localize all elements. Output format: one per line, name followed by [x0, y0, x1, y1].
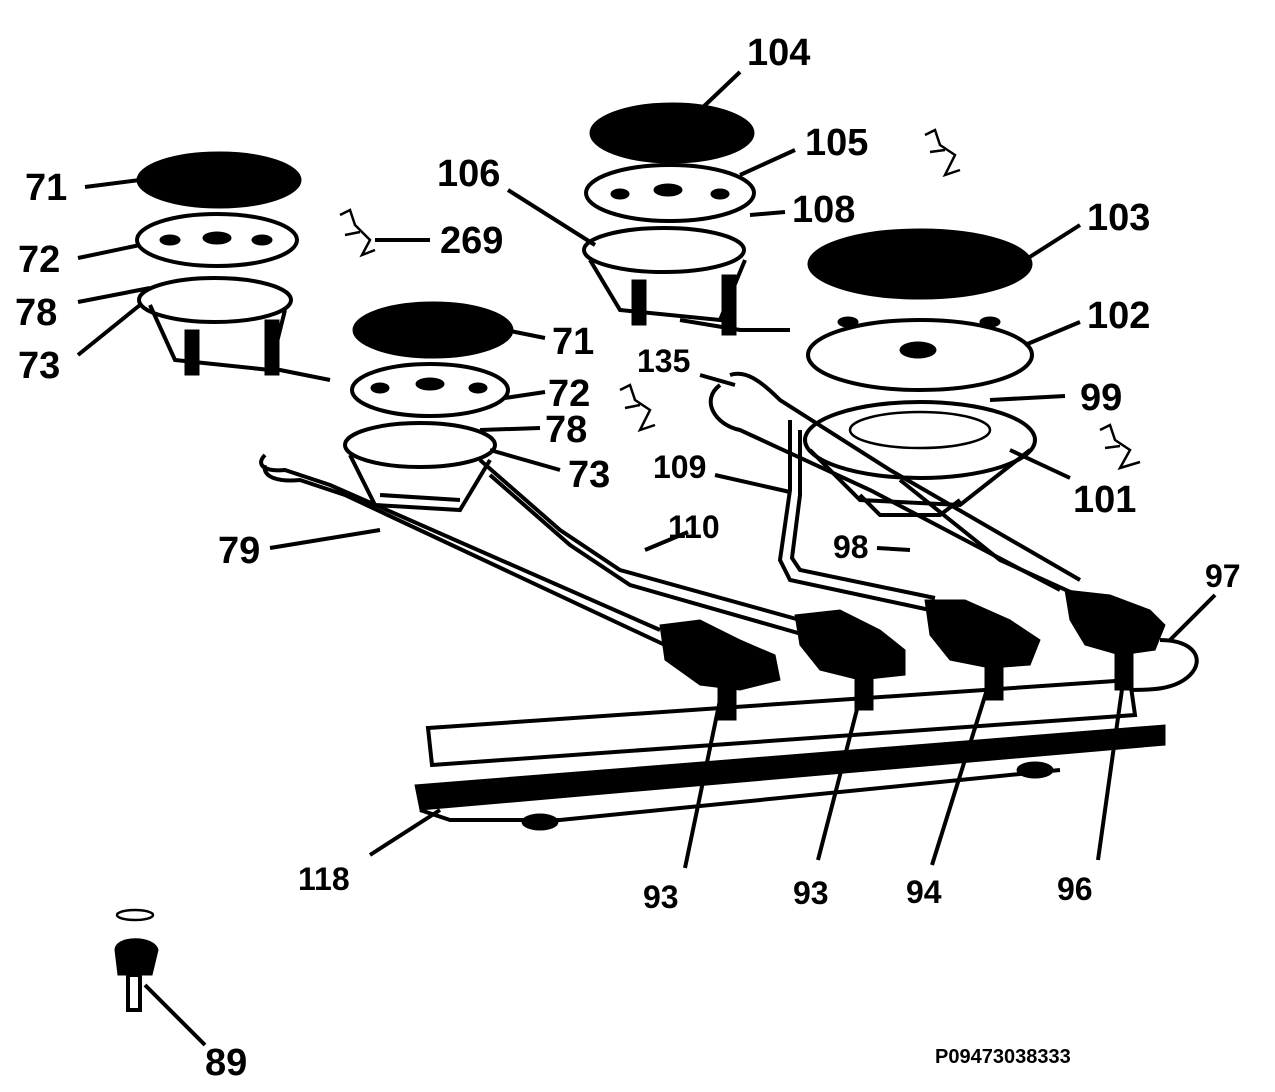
leader-lines [76, 70, 1217, 1047]
label-72-left: 72 [18, 239, 60, 281]
label-97: 97 [1205, 558, 1241, 594]
pipe-79 [259, 453, 661, 632]
burner-left-rear [135, 151, 331, 382]
burner-crown-105 [584, 163, 756, 223]
label-72-front: 72 [548, 373, 590, 415]
label-73-front: 73 [568, 454, 610, 496]
knob-89 [114, 908, 159, 1012]
label-93-left: 93 [643, 879, 679, 915]
burner-crown-72-front [350, 362, 510, 418]
pipe-110 [478, 458, 801, 622]
label-94: 94 [906, 874, 942, 910]
valve-94 [924, 599, 1041, 669]
electrode-icon [339, 208, 376, 258]
valve-93-right [794, 609, 906, 681]
burner-cap-71-front [352, 301, 514, 359]
reference-labels: 71 72 78 73 269 71 72 78 73 106 104 105 … [15, 32, 1241, 1084]
label-71-front: 71 [552, 321, 594, 363]
burner-cap-103 [807, 228, 1033, 300]
electrode-icon [924, 128, 961, 178]
valve-93-left [659, 619, 781, 691]
pipe-98 [708, 383, 1061, 592]
burner-left-front [343, 301, 514, 513]
burner-cap-71-left [136, 151, 302, 209]
label-103: 103 [1087, 197, 1150, 239]
gas-manifold [414, 677, 1166, 831]
label-104: 104 [747, 32, 810, 74]
label-71-left: 71 [25, 167, 67, 209]
burner-ring-78-front [343, 421, 497, 469]
burner-crown-72-left [135, 212, 299, 268]
label-108: 108 [792, 189, 855, 231]
burner-cap-104 [589, 102, 755, 164]
label-110: 110 [668, 509, 720, 545]
valve-96 [1064, 589, 1166, 656]
part-number-code: P09473038333 [935, 1046, 1071, 1068]
burner-center-rear [582, 102, 790, 336]
burner-ring-108 [582, 226, 746, 274]
manifold-rail [425, 677, 1138, 768]
label-118: 118 [298, 861, 350, 897]
burner-right-large [803, 228, 1037, 517]
gas-valves [659, 589, 1166, 721]
label-93-right: 93 [793, 875, 829, 911]
label-105: 105 [805, 122, 868, 164]
electrode-icon [1099, 423, 1141, 471]
label-102: 102 [1087, 295, 1150, 337]
label-269: 269 [440, 220, 503, 262]
label-78-front: 78 [545, 409, 587, 451]
electrode-icon [619, 383, 656, 433]
burner-ring-99 [803, 400, 1037, 480]
label-96: 96 [1057, 871, 1093, 907]
pipe-109 [777, 420, 931, 612]
label-101: 101 [1073, 479, 1136, 521]
pipe-97 [1129, 638, 1199, 692]
burner-base-73-front [348, 454, 492, 513]
label-73-left: 73 [18, 345, 60, 387]
gas-pipes [259, 371, 1199, 692]
label-98: 98 [833, 529, 869, 565]
label-106: 106 [437, 153, 500, 195]
label-99: 99 [1080, 377, 1122, 419]
label-79: 79 [218, 530, 260, 572]
manifold-rail-118 [414, 724, 1166, 811]
burner-crown-102 [806, 318, 1034, 392]
electrode-glyphs [339, 128, 1141, 471]
burner-ring-78-left [137, 276, 293, 324]
label-78-left: 78 [15, 292, 57, 334]
label-89: 89 [205, 1042, 247, 1084]
label-135: 135 [637, 343, 690, 379]
label-109: 109 [653, 449, 706, 485]
